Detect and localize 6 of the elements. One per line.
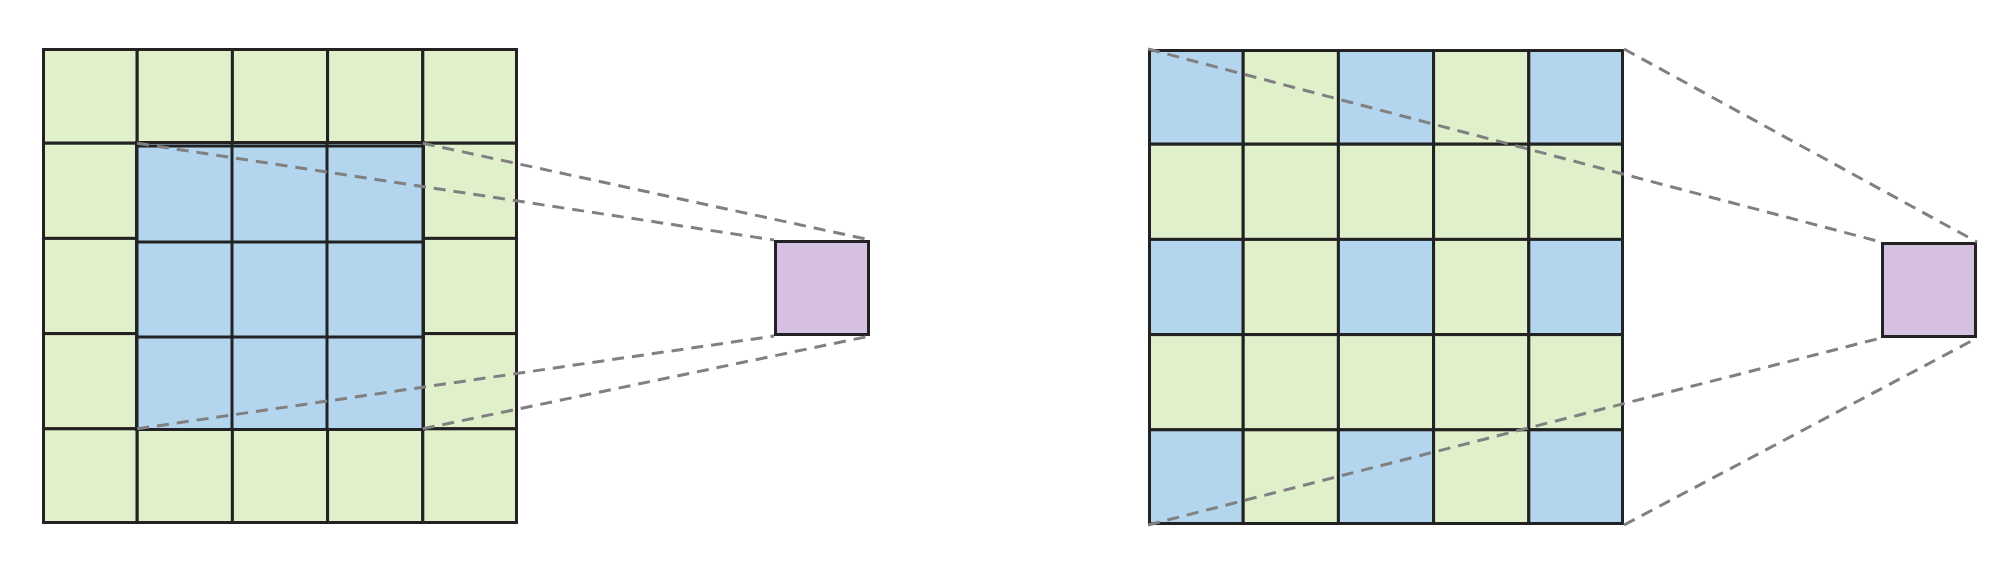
output-cell bbox=[1881, 242, 1977, 338]
projection-line bbox=[136, 334, 775, 431]
projection-line bbox=[136, 141, 775, 242]
receptive-field bbox=[137, 143, 423, 429]
output-cell bbox=[774, 240, 870, 336]
projection-line bbox=[1623, 47, 1978, 244]
